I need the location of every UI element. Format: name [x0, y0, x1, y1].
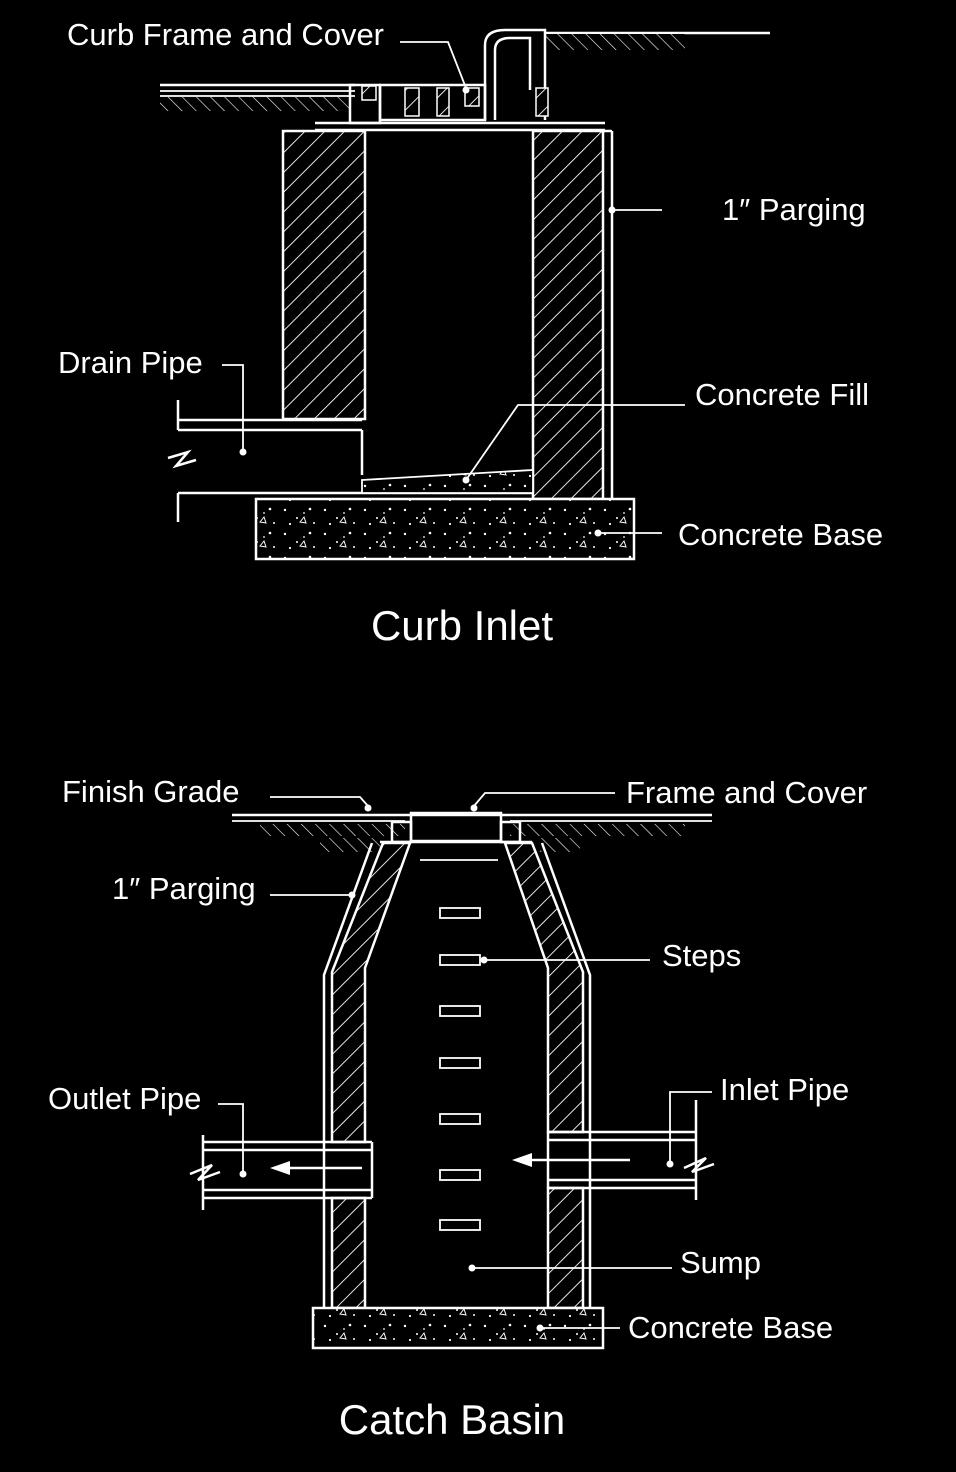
- label-finish-grade: Finish Grade: [62, 774, 239, 809]
- curb-inlet-concrete-base: [254, 497, 636, 561]
- pavement-left: [160, 83, 355, 111]
- finish-grade: [232, 813, 712, 852]
- step: [439, 954, 481, 966]
- label-curb-frame-and-cover: Curb Frame and Cover: [67, 17, 384, 52]
- outlet-pipe: [189, 1135, 374, 1210]
- step: [439, 1057, 481, 1069]
- label-frame-and-cover: Frame and Cover: [626, 775, 867, 810]
- label-inlet-pipe: Inlet Pipe: [720, 1072, 849, 1107]
- step: [439, 1169, 481, 1181]
- catch-basin-left-wall-upper: [330, 841, 412, 1144]
- catch-basin-drawing: Finish Grade Frame and Cover 1″ Parging …: [48, 774, 867, 1443]
- title-catch-basin: Catch Basin: [339, 1396, 565, 1443]
- label-catch-basin-parging: 1″ Parging: [112, 871, 256, 906]
- inlet-pipe: [512, 1100, 715, 1200]
- step: [439, 1219, 481, 1231]
- label-sump: Sump: [680, 1245, 761, 1280]
- curb-inlet-drawing: Curb Frame and Cover 1″ Parging Drain Pi…: [58, 17, 883, 649]
- label-curb-inlet-concrete-base: Concrete Base: [678, 517, 883, 552]
- label-concrete-fill: Concrete Fill: [695, 377, 869, 412]
- label-catch-basin-concrete-base: Concrete Base: [628, 1310, 833, 1345]
- step: [439, 907, 481, 919]
- curb-inlet-right-wall: [531, 129, 605, 501]
- curb-frame-and-cover: [315, 83, 605, 132]
- label-drain-pipe: Drain Pipe: [58, 345, 203, 380]
- label-steps: Steps: [662, 938, 741, 973]
- ground-right: [545, 31, 770, 50]
- label-outlet-pipe: Outlet Pipe: [48, 1081, 201, 1116]
- catch-basin-left-wall-lower: [330, 1196, 367, 1310]
- title-curb-inlet: Curb Inlet: [371, 602, 553, 649]
- step: [439, 1113, 481, 1125]
- curb-inlet-left-wall: [281, 129, 367, 421]
- steps: [439, 907, 481, 1231]
- step: [439, 1005, 481, 1017]
- curb-inlet-concrete-fill: [361, 469, 534, 494]
- label-curb-inlet-parging: 1″ Parging: [722, 192, 866, 227]
- catch-basin-right-wall-lower: [546, 1186, 585, 1310]
- catch-basin-right-wall-upper: [503, 841, 585, 1134]
- curb: [483, 28, 547, 120]
